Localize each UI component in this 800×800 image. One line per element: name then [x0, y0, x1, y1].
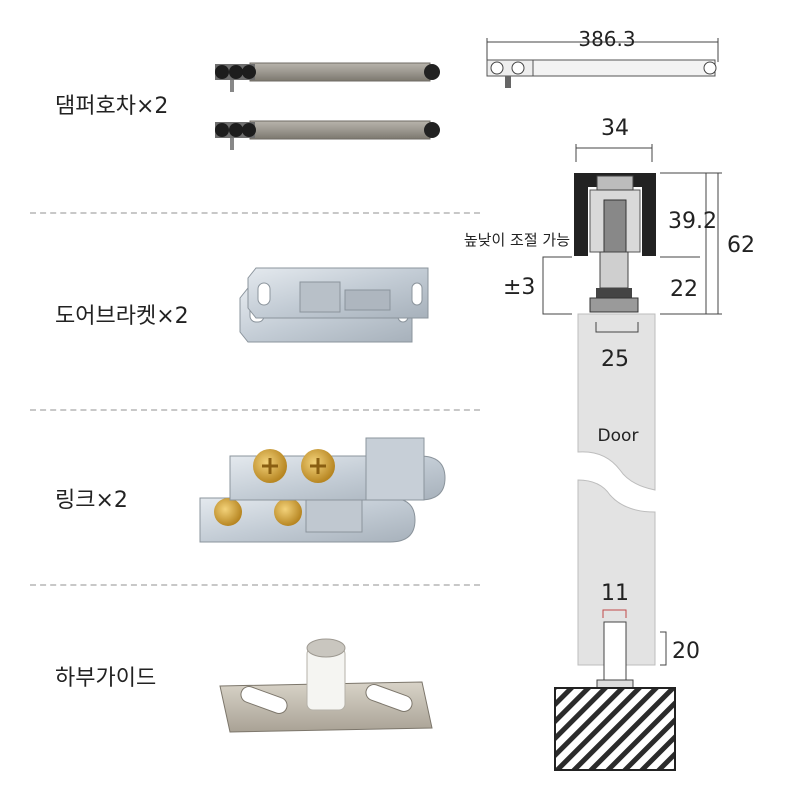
- dim-length: 386.3: [578, 27, 635, 51]
- part-label-bottom-guide: 하부가이드: [55, 666, 157, 691]
- divider-2: [30, 409, 480, 411]
- dim-guide-width: 11: [601, 581, 629, 606]
- top-view-drawing: [486, 38, 719, 88]
- link-image: [199, 437, 446, 543]
- door-bracket-image: [239, 267, 429, 343]
- bottom-guide-image: [219, 638, 433, 733]
- door-label: Door: [598, 426, 639, 446]
- dim-bracket: 25: [601, 347, 629, 372]
- divider-1: [30, 212, 480, 214]
- dim-height-b: 22: [670, 277, 698, 302]
- damper-carriage-image: [215, 62, 440, 150]
- section-view-drawing: [542, 144, 722, 771]
- dim-guide-depth: 20: [672, 639, 700, 664]
- dim-width-top: 34: [601, 116, 629, 141]
- part-label-door-bracket: 도어브라켓×2: [55, 304, 189, 329]
- divider-3: [30, 584, 480, 586]
- part-label-link: 링크×2: [55, 488, 128, 513]
- part-label-damper-carriage: 댐퍼호차×2: [55, 94, 169, 119]
- adjust-note: 높낮이 조절 가능: [464, 231, 570, 249]
- dim-height-total: 62: [727, 233, 755, 258]
- adjust-range: ±3: [503, 275, 535, 300]
- dim-height-a: 39.2: [668, 209, 717, 234]
